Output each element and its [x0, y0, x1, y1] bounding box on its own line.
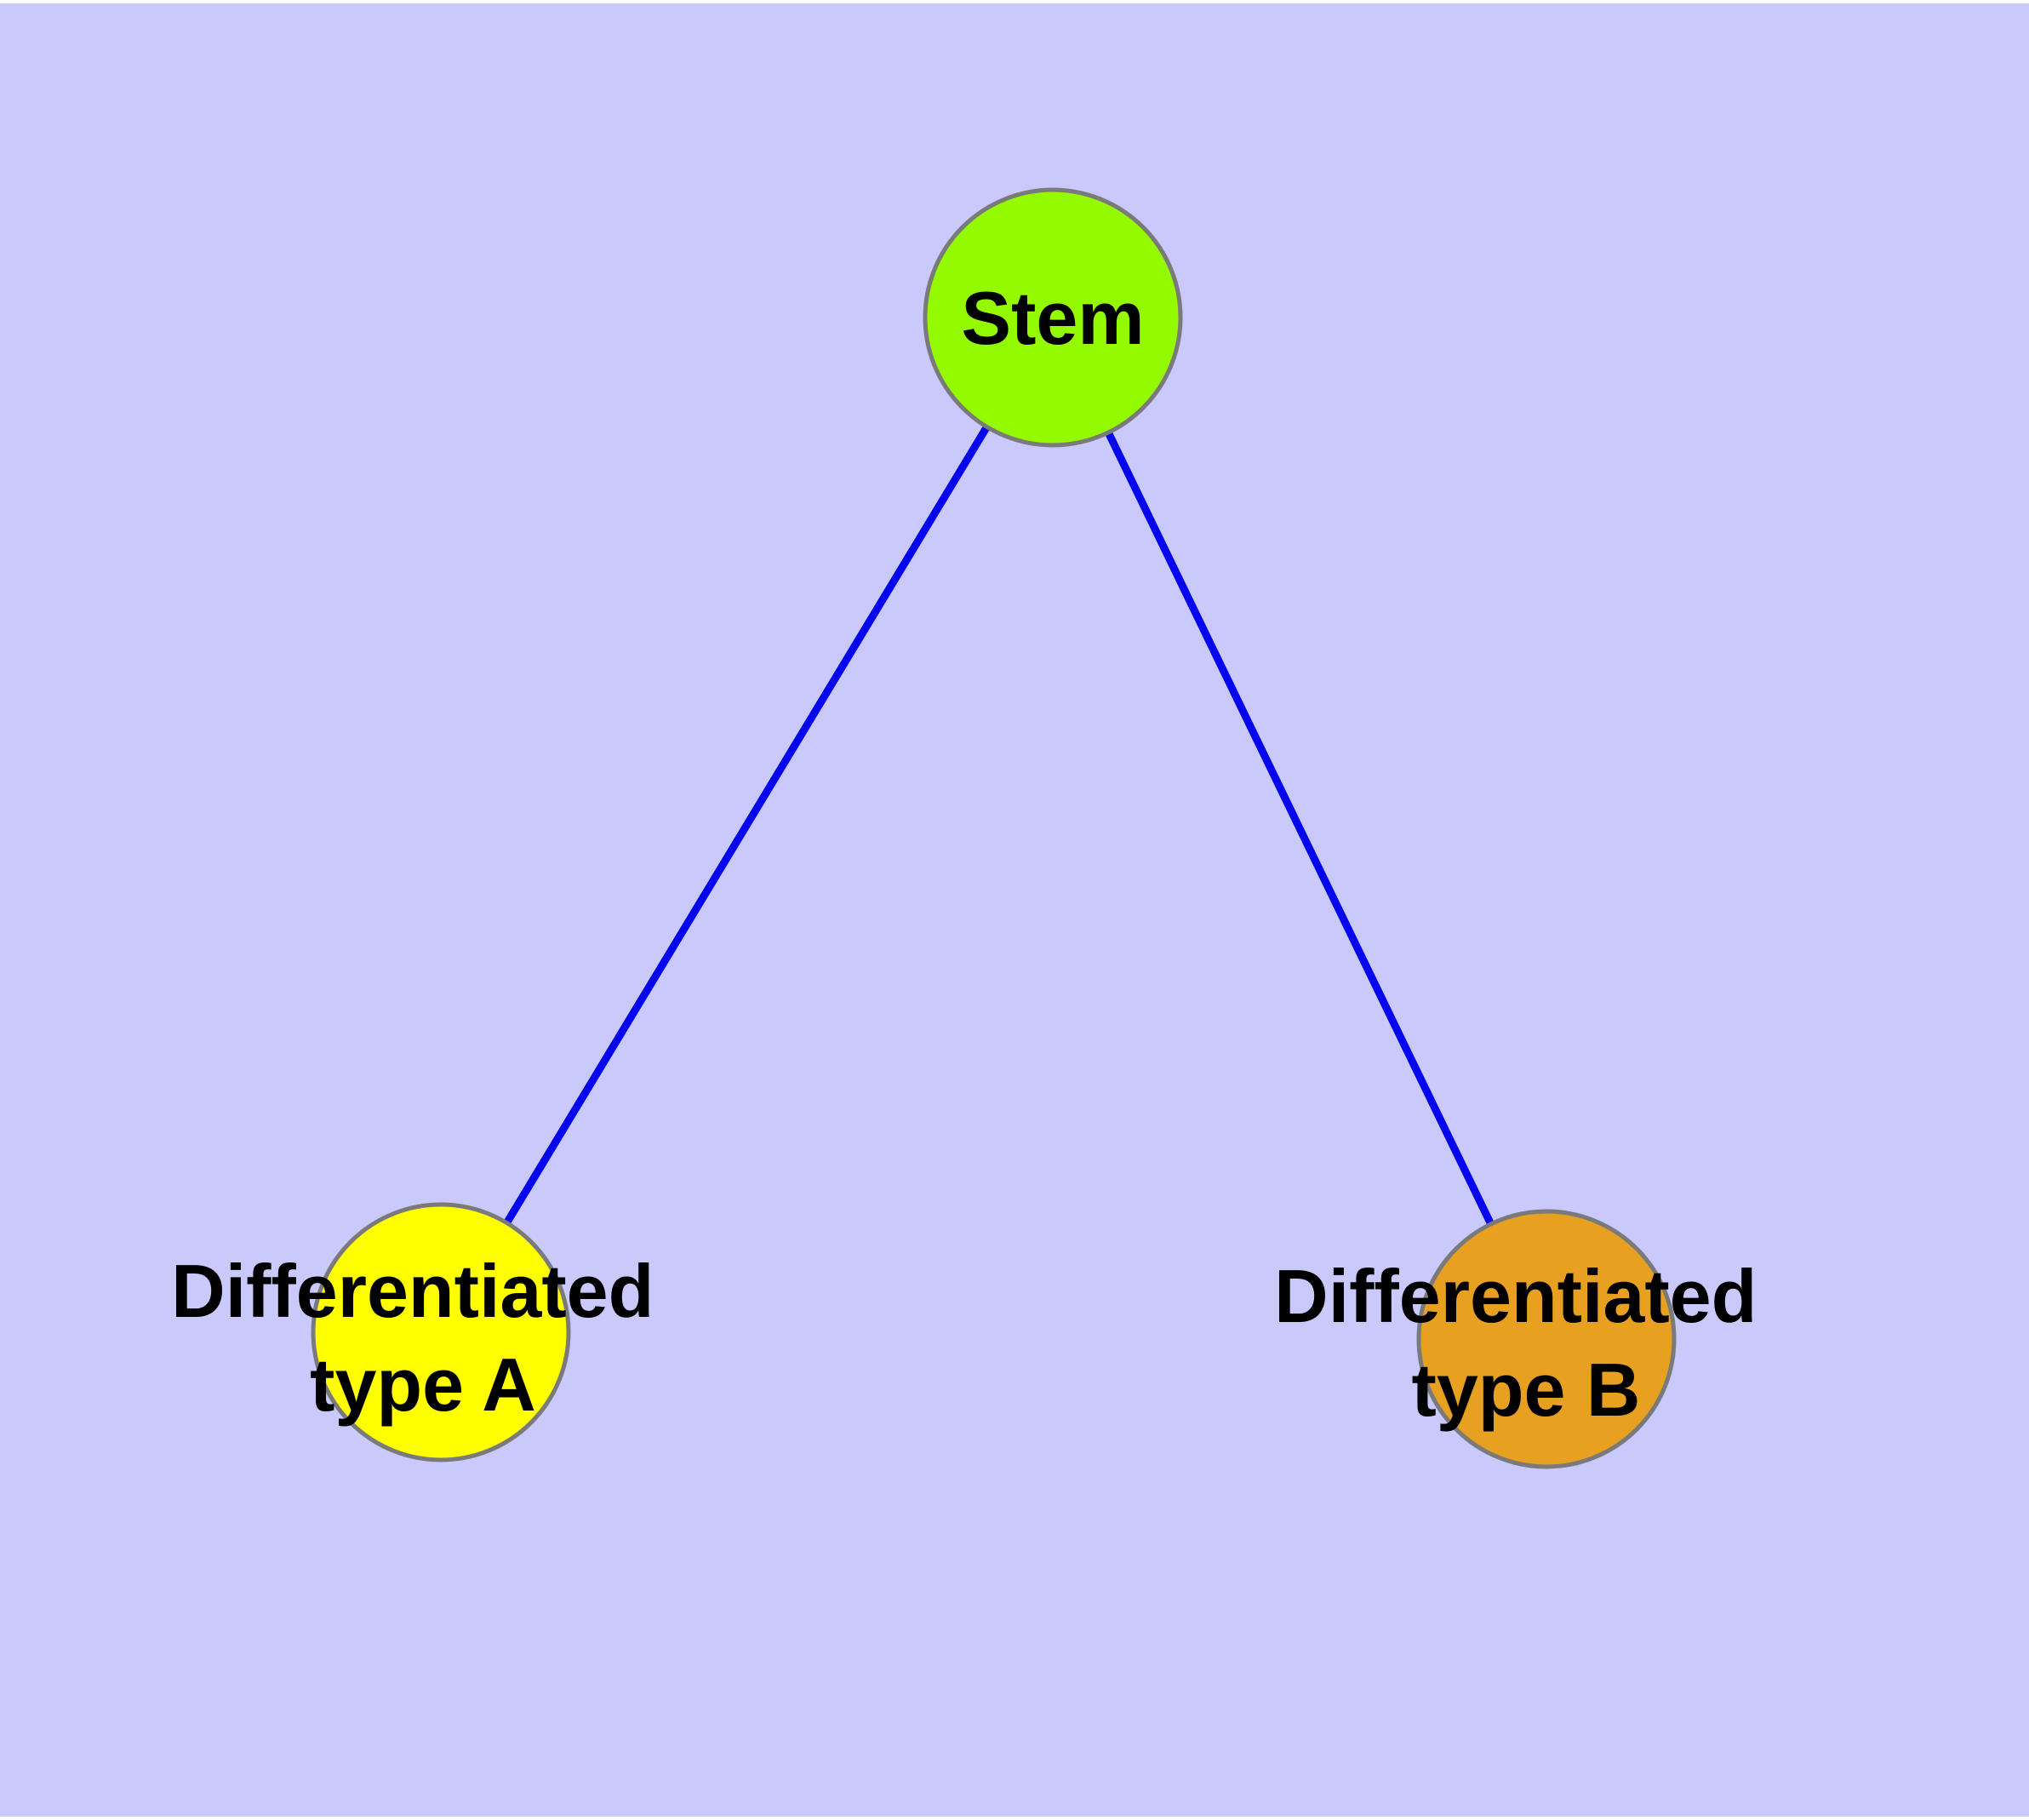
- node-stem-circle: [923, 187, 1183, 448]
- node-type-a-label: Differentiated type A: [171, 1249, 675, 1427]
- node-type-b-label-line1: Differentiated: [1274, 1254, 1757, 1338]
- edge-stem-to-type-a: [437, 315, 1056, 1335]
- node-differentiated-type-b: Differentiated type B: [1274, 1209, 1778, 1469]
- node-stem-label: Stem: [961, 276, 1144, 360]
- node-type-b-label-line2: type B: [1412, 1348, 1641, 1432]
- node-type-b-circle: [1416, 1209, 1677, 1469]
- node-stem: Stem: [923, 187, 1183, 448]
- node-type-a-circle: [311, 1202, 571, 1462]
- node-type-b-label: Differentiated type B: [1274, 1254, 1778, 1432]
- node-type-a-label-line2: type A: [310, 1342, 536, 1427]
- node-type-a-label-line1: Differentiated: [171, 1249, 654, 1333]
- edge-stem-to-type-b: [1049, 316, 1551, 1341]
- node-differentiated-type-a: Differentiated type A: [171, 1202, 675, 1462]
